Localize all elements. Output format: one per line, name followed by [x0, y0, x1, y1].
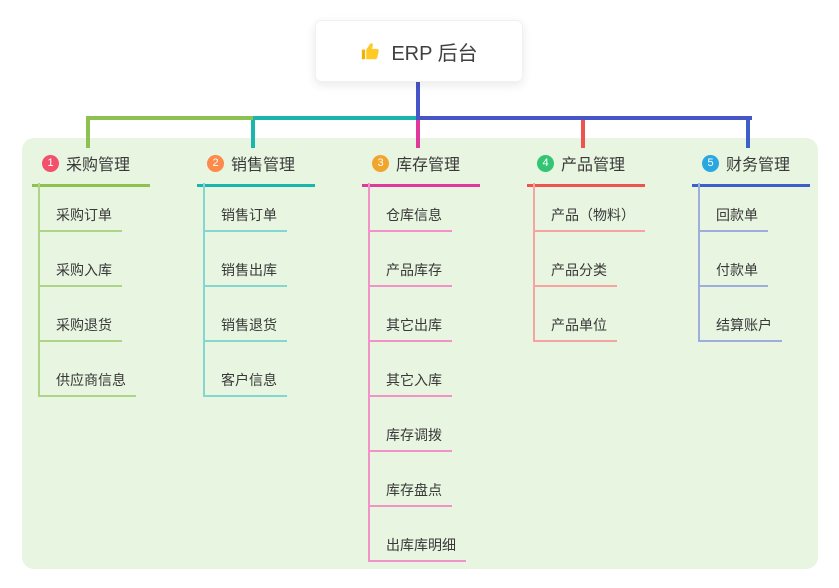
branch-number-badge: 4 — [537, 154, 554, 172]
mindmap-node-item[interactable]: 采购入库 — [38, 261, 122, 287]
child-label: 产品（物料） — [551, 207, 635, 223]
child-label: 库存调拨 — [386, 427, 442, 443]
child-label: 出库库明细 — [386, 537, 456, 553]
bus-segment-right — [416, 116, 752, 120]
branch-number-badge: 5 — [702, 154, 719, 172]
root-label: ERP 后台 — [391, 42, 478, 65]
child-label: 其它出库 — [386, 317, 442, 333]
mindmap-node-item[interactable]: 出库库明细 — [368, 536, 466, 562]
child-label: 产品库存 — [386, 262, 442, 278]
branch-children-connector-line — [533, 183, 535, 342]
branch-label: 产品管理 — [561, 157, 626, 174]
mindmap-node-item[interactable]: 其它出库 — [368, 316, 452, 342]
child-label: 供应商信息 — [56, 372, 126, 388]
child-label: 产品单位 — [551, 317, 607, 333]
mindmap-node-item[interactable]: 付款单 — [698, 261, 768, 287]
mindmap-node-item[interactable]: 供应商信息 — [38, 371, 136, 397]
child-label: 回款单 — [716, 207, 758, 223]
child-label: 采购退货 — [56, 317, 112, 333]
branch-drop-line-4 — [581, 116, 585, 148]
branch-number-badge: 1 — [42, 154, 59, 172]
branch-header-2[interactable]: 2 销售管理 — [197, 151, 315, 187]
branch-label: 财务管理 — [726, 157, 791, 174]
branch-header-1[interactable]: 1 采购管理 — [32, 151, 150, 187]
mindmap-node-item[interactable]: 产品分类 — [533, 261, 617, 287]
mindmap-node-item[interactable]: 库存调拨 — [368, 426, 452, 452]
mindmap-node-item[interactable]: 产品单位 — [533, 316, 617, 342]
branch-number-badge: 3 — [372, 154, 389, 172]
mindmap-node-item[interactable]: 回款单 — [698, 206, 768, 232]
mindmap-node-item[interactable]: 销售订单 — [203, 206, 287, 232]
branch-children-connector-line — [368, 183, 370, 562]
branch-drop-line-5 — [746, 116, 750, 148]
branch-number-badge: 2 — [207, 154, 224, 172]
branches-panel — [22, 138, 818, 569]
child-label: 产品分类 — [551, 262, 607, 278]
child-label: 销售出库 — [221, 262, 277, 278]
mindmap-node-item[interactable]: 采购退货 — [38, 316, 122, 342]
root-node[interactable]: ERP 后台 — [315, 20, 523, 82]
mindmap-node-item[interactable]: 采购订单 — [38, 206, 122, 232]
branch-label: 采购管理 — [66, 157, 131, 174]
child-label: 仓库信息 — [386, 207, 442, 223]
child-label: 付款单 — [716, 262, 758, 278]
branch-drop-line-2 — [251, 116, 255, 148]
mindmap-node-item[interactable]: 产品库存 — [368, 261, 452, 287]
child-label: 销售订单 — [221, 207, 277, 223]
branch-header-4[interactable]: 4 产品管理 — [527, 151, 645, 187]
child-label: 采购订单 — [56, 207, 112, 223]
root-connector-line — [416, 80, 420, 120]
child-label: 客户信息 — [221, 372, 277, 388]
child-label: 结算账户 — [716, 317, 772, 333]
mindmap-node-item[interactable]: 库存盘点 — [368, 481, 452, 507]
child-label: 销售退货 — [221, 317, 277, 333]
branch-drop-line-1 — [86, 116, 90, 148]
branch-header-3[interactable]: 3 库存管理 — [362, 151, 480, 187]
branch-children-connector-line — [38, 183, 40, 397]
child-label: 其它入库 — [386, 372, 442, 388]
mindmap-node-item[interactable]: 其它入库 — [368, 371, 452, 397]
branch-label: 销售管理 — [231, 157, 296, 174]
child-label: 采购入库 — [56, 262, 112, 278]
branch-drop-line-3 — [416, 116, 420, 148]
branch-children-connector-line — [203, 183, 205, 397]
mindmap-node-item[interactable]: 产品（物料） — [533, 206, 645, 232]
mindmap-node-item[interactable]: 销售退货 — [203, 316, 287, 342]
child-label: 库存盘点 — [386, 482, 442, 498]
mindmap-node-item[interactable]: 客户信息 — [203, 371, 287, 397]
branch-children-connector-line — [698, 183, 700, 342]
branch-label: 库存管理 — [396, 157, 461, 174]
mindmap-node-item[interactable]: 销售出库 — [203, 261, 287, 287]
mindmap-node-item[interactable]: 仓库信息 — [368, 206, 452, 232]
bus-segment-left-inner — [253, 116, 420, 120]
mindmap-node-item[interactable]: 结算账户 — [698, 316, 782, 342]
bus-segment-left-outer — [88, 116, 255, 120]
branch-header-5[interactable]: 5 财务管理 — [692, 151, 810, 187]
thumbs-up-icon — [360, 40, 382, 62]
